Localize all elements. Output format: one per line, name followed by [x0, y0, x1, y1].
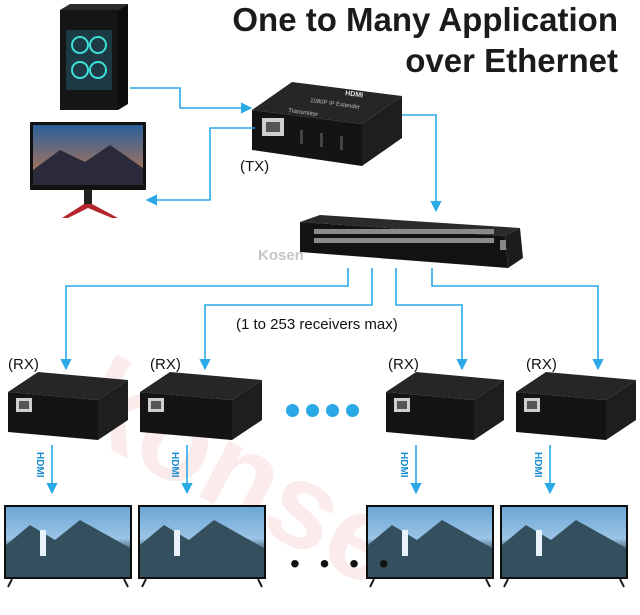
rx-label-4: (RX) [526, 356, 557, 373]
brand-watermark: Kosen [258, 247, 304, 264]
tv-1-icon [4, 505, 132, 588]
hdmi-label-3: HDMI [398, 452, 409, 478]
title-line-1: One to Many Application [232, 1, 618, 38]
pc-tower-icon [60, 4, 128, 110]
line-switch-to-rx3 [395, 268, 468, 371]
more-receivers-dots [286, 404, 366, 422]
rx-label-1: (RX) [8, 356, 39, 373]
tv-4-icon [500, 505, 628, 588]
title-line-2: over Ethernet [405, 42, 618, 79]
dot-icon [286, 404, 299, 417]
monitor-icon [30, 122, 146, 218]
dot-icon [346, 404, 359, 417]
hdmi-label-1: HDMI [34, 452, 45, 478]
diagram-canvas: One to Many Application over Ethernet ko… [4, 1, 636, 613]
receiver-device-2-icon [140, 372, 262, 440]
diagram-svg: HDMI 1080P IP Extender Transmitter [4, 4, 636, 588]
more-tvs-dots: • • • • [290, 548, 395, 579]
dot-icon [306, 404, 319, 417]
line-switch-to-rx1 [60, 268, 349, 371]
rx-label-2: (RX) [150, 356, 181, 373]
receivers-max-label: (1 to 253 receivers max) [236, 316, 398, 333]
transmitter-top-label: HDMI [345, 90, 364, 99]
tv-3-icon [366, 505, 494, 588]
hdmi-label-4: HDMI [532, 452, 543, 478]
tx-label: (TX) [240, 158, 270, 175]
line-transmitter-to-switch [402, 114, 442, 213]
dot-icon [326, 404, 339, 417]
receiver-device-3-icon [386, 372, 504, 440]
receiver-device-4-icon [516, 372, 636, 440]
hdmi-label-2: HDMI [169, 452, 180, 478]
rx-label-3: (RX) [388, 356, 419, 373]
line-transmitter-to-monitor [145, 127, 255, 206]
transmitter-device-icon [252, 82, 402, 166]
line-pc-to-transmitter [130, 87, 253, 114]
tv-2-icon [138, 505, 266, 588]
connector-lines [46, 87, 604, 495]
receiver-device-1-icon [8, 372, 128, 440]
network-switch-icon [300, 215, 523, 268]
line-switch-to-rx2 [199, 268, 373, 371]
line-switch-to-rx4 [431, 268, 604, 371]
transmitter-role-label: Transmitter [288, 108, 319, 118]
